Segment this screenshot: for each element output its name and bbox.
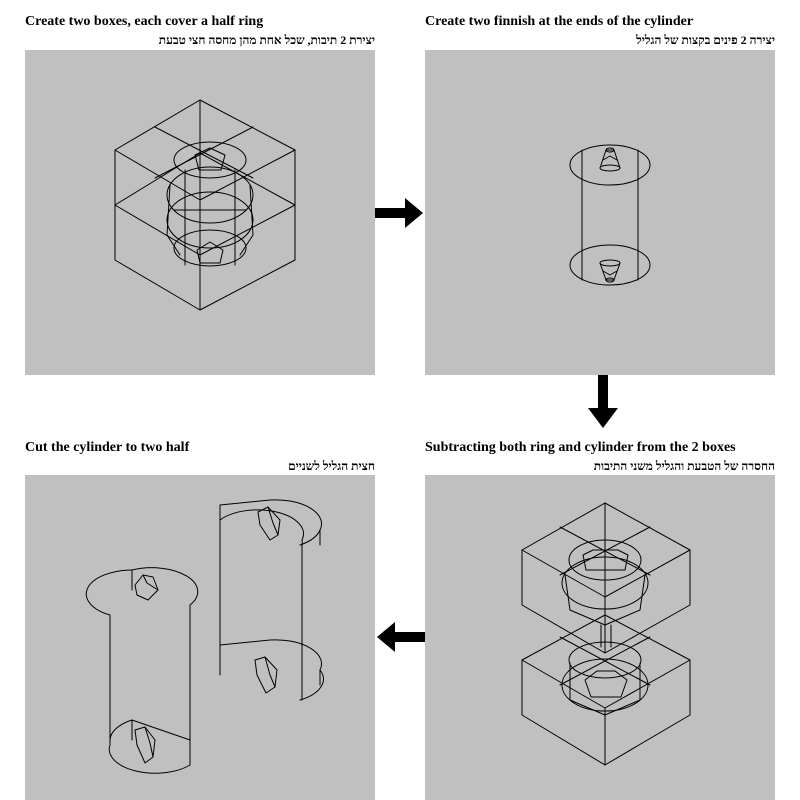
step-3-panel — [425, 475, 775, 800]
step-1-title-en: Create two boxes, each cover a half ring — [25, 14, 264, 29]
step-2-panel — [425, 50, 775, 375]
step-3-title-en: Subtracting both ring and cylinder from … — [425, 440, 736, 455]
step-4-title-he: חצית הגליל לשניים — [288, 459, 375, 473]
step-2-title-he: יצירה 2 פינים בקצות של הגליל — [636, 33, 775, 47]
step-1-title-he: יצירת 2 תיבות, שכל אחת מהן מחסה חצי טבעת — [158, 33, 375, 47]
step-1-panel — [25, 50, 375, 375]
step-4-panel — [25, 475, 375, 800]
wireframe-half-cylinders-icon — [85, 499, 324, 774]
wireframe-boxes-with-ring-icon — [114, 99, 296, 311]
step-2-title-en: Create two finnish at the ends of the cy… — [425, 14, 694, 29]
arrow-right-icon — [375, 198, 423, 228]
step-3-title-he: החסרה של הטבעת והגליל משני התיבות — [593, 459, 775, 473]
wireframe-subtracted-boxes-icon — [521, 502, 691, 766]
wireframe-cylinder-with-pins-icon — [569, 144, 651, 286]
arrow-left-icon — [377, 622, 425, 652]
arrow-down-icon — [588, 375, 618, 428]
step-4-title-en: Cut the cylinder to two half — [25, 440, 190, 455]
